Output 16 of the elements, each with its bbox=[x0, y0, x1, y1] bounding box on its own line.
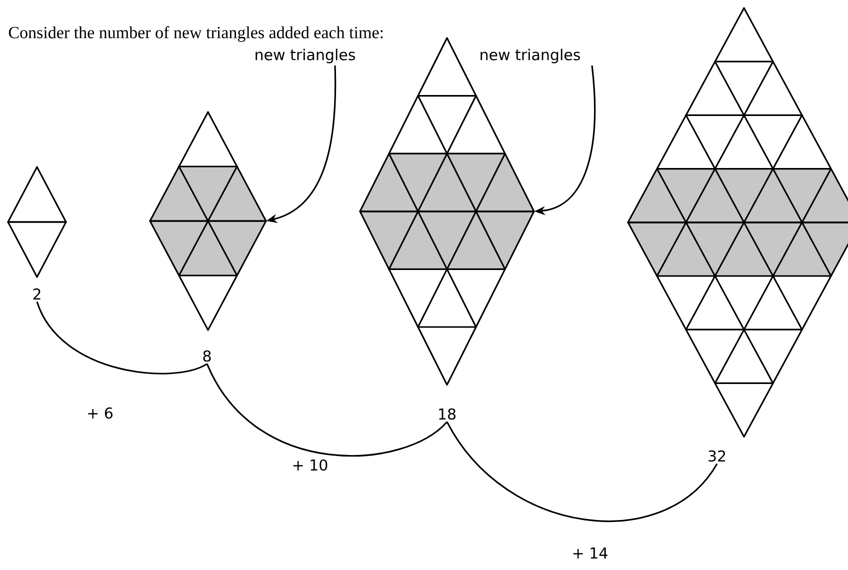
curved-connector bbox=[36, 301, 208, 374]
number-label: 32 bbox=[708, 450, 726, 462]
edge-label: + 14 bbox=[570, 546, 610, 560]
edge-label: + 10 bbox=[290, 458, 330, 472]
number-label: 18 bbox=[439, 408, 456, 420]
number-label: 2 bbox=[33, 288, 40, 300]
title: Consider the number of new triangles added each time: bbox=[8, 26, 383, 42]
triangle-rhombus-drawing bbox=[149, 111, 267, 331]
curved-connector bbox=[446, 421, 718, 522]
number-label: new triangles bbox=[256, 48, 355, 64]
number-label: 8 bbox=[203, 350, 211, 362]
number-label: new triangles bbox=[480, 48, 580, 64]
triangle-rhombus-drawing bbox=[627, 7, 848, 438]
triangle-rhombus-drawing bbox=[7, 166, 67, 278]
curved-connector bbox=[206, 364, 448, 457]
edge-label: + 6 bbox=[86, 406, 114, 420]
